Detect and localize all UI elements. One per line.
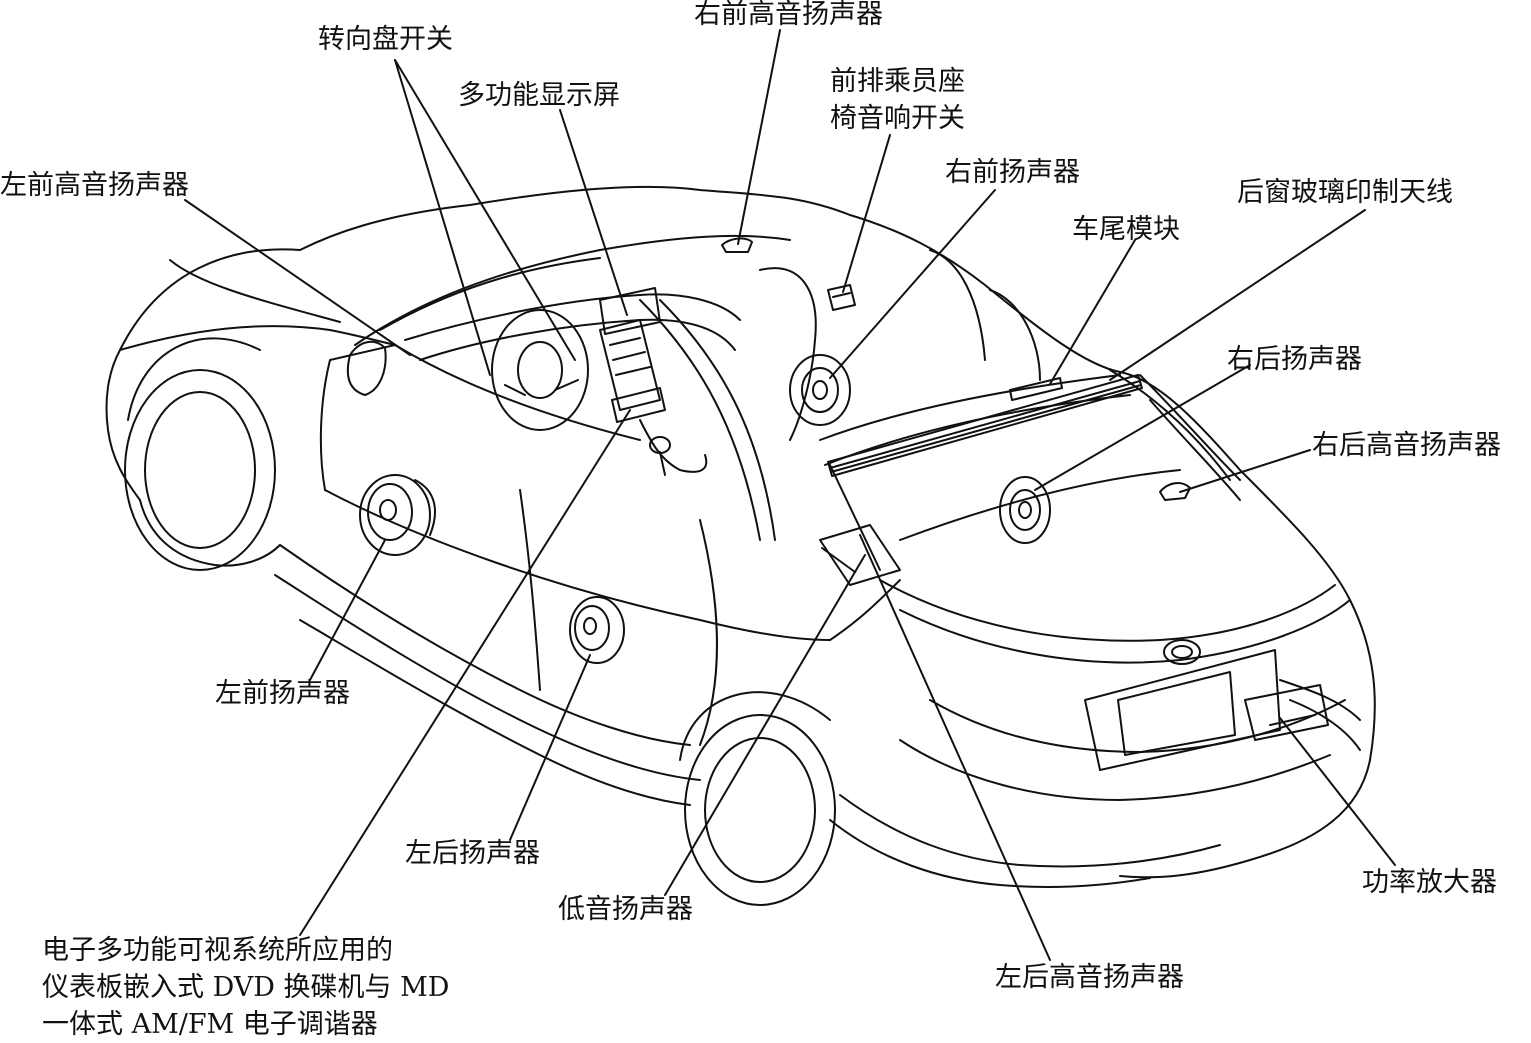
left-rear-speaker-icon [569,596,625,664]
tail-module-icon [1009,377,1063,401]
front-wheel [124,337,276,571]
leader-lines [184,29,1396,961]
label-left-rear-tweeter: 左后高音扬声器 [995,962,1184,993]
label-tail-module: 车尾模块 [1072,214,1180,245]
multi-display-icon [599,287,661,335]
rear-window-antenna-icon [827,374,1143,477]
right-front-tweeter-icon [721,237,753,253]
label-front-seat-audio-switch: 前排乘员座 椅音响开关 [830,63,965,137]
right-front-speaker-icon [789,354,851,426]
right-rear-speaker-icon [999,476,1051,544]
power-amplifier-icon [1244,684,1329,741]
label-right-front-speaker: 右前扬声器 [945,157,1080,188]
dvd-tuner-icon [611,387,666,423]
left-front-speaker-icon [359,474,436,556]
rear-wheel [679,691,836,906]
label-rear-window-antenna: 后窗玻璃印制天线 [1237,177,1453,208]
label-power-amplifier: 功率放大器 [1362,867,1497,898]
label-left-rear-speaker: 左后扬声器 [405,838,540,869]
label-left-front-tweeter: 左前高音扬声器 [0,170,189,201]
label-av-tuner: 电子多功能可视系统所应用的 仪表板嵌入式 DVD 换碟机与 MD 一体式 AM/… [42,932,449,1043]
label-steering-wheel-switch: 转向盘开关 [318,24,453,55]
label-av-tuner-line3: 一体式 AM/FM 电子调谐器 [42,1009,378,1040]
label-front-seat-audio-switch-line2: 椅音响开关 [830,103,965,134]
label-right-rear-tweeter: 右后高音扬声器 [1312,430,1501,461]
label-av-tuner-line2: 仪表板嵌入式 DVD 换碟机与 MD [42,972,450,1003]
right-rear-tweeter-icon [1159,482,1191,501]
seat-audio-switch-icon [827,284,856,311]
label-right-rear-speaker: 右后扬声器 [1227,344,1362,375]
label-multi-display: 多功能显示屏 [458,80,620,111]
label-subwoofer: 低音扬声器 [558,894,693,925]
label-right-front-tweeter: 右前高音扬声器 [694,0,883,30]
subwoofer-box-icon [819,524,901,586]
cabin [319,234,1241,746]
car-body [105,185,1376,889]
label-av-tuner-line1: 电子多功能可视系统所应用的 [42,935,393,966]
label-left-front-speaker: 左前扬声器 [215,678,350,709]
label-front-seat-audio-switch-line1: 前排乘员座 [830,66,965,97]
